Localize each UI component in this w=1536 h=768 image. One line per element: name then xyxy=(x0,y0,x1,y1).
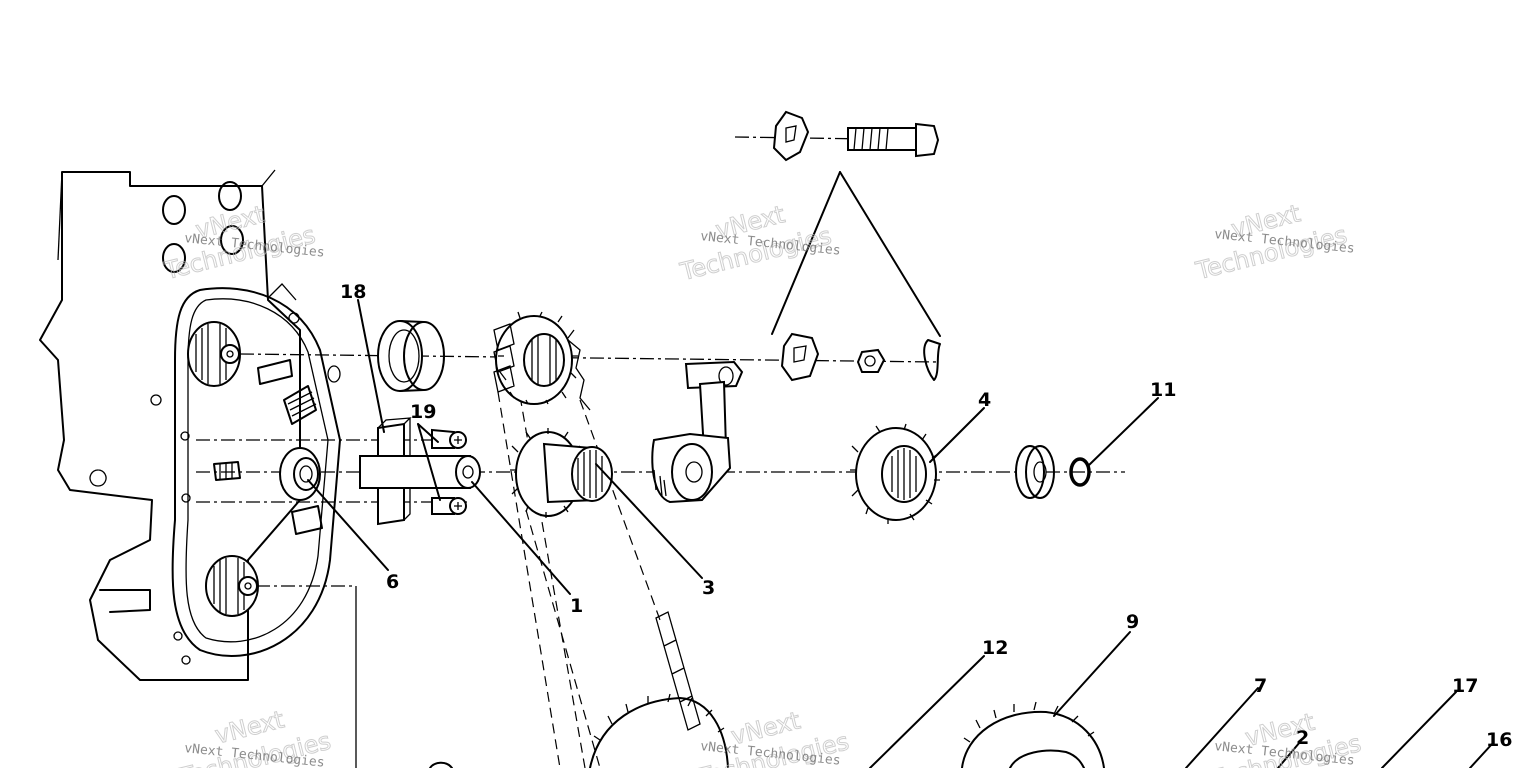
chaincase-housing xyxy=(39,169,341,681)
axis-centerlines xyxy=(196,136,1125,768)
callout-12: 12 xyxy=(982,637,1008,659)
washer-and-o-ring xyxy=(1015,445,1091,499)
callout-1: 1 xyxy=(570,595,583,617)
upper-sprocket xyxy=(493,311,591,411)
drive-gear xyxy=(850,423,940,524)
callout-18: 18 xyxy=(340,281,366,303)
callout-11: 11 xyxy=(1150,379,1176,401)
top-bolt-assembly xyxy=(771,110,941,337)
callout-labels: 18 19 6 1 3 4 11 12 9 7 2 17 16 xyxy=(340,281,1512,751)
callout-9: 9 xyxy=(1126,611,1139,633)
lower-sprocket xyxy=(510,428,613,518)
callout-17: 17 xyxy=(1452,675,1478,697)
callout-4: 4 xyxy=(978,389,991,411)
bearing-ring xyxy=(377,320,445,392)
callout-7: 7 xyxy=(1254,675,1267,697)
tensioner-arm xyxy=(651,332,941,504)
callout-16: 16 xyxy=(1486,729,1512,751)
callout-19: 19 xyxy=(410,401,436,423)
spacer-washer xyxy=(279,447,321,501)
leader-lines xyxy=(307,299,1493,768)
callout-2: 2 xyxy=(1296,727,1309,749)
lower-chain-and-gears xyxy=(429,611,1105,768)
bracket-plate xyxy=(359,417,481,526)
callout-3: 3 xyxy=(702,577,715,599)
callout-6: 6 xyxy=(386,571,399,593)
watermarks: vNext Technologies vNext Technologies vN… xyxy=(160,199,1364,768)
